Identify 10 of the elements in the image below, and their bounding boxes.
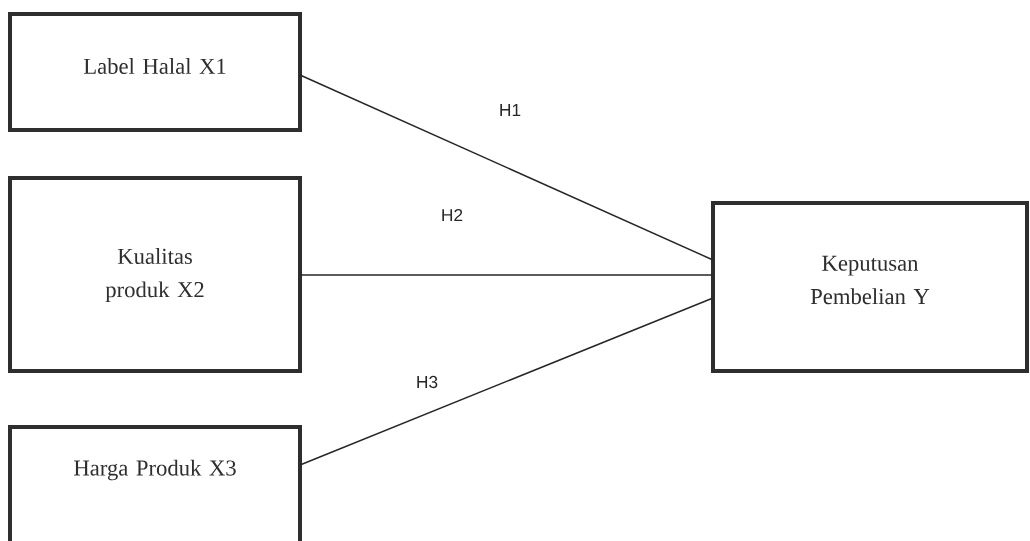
edge-label: H3 <box>417 375 438 389</box>
variable-box: Harga Produk X3 <box>8 425 302 541</box>
edge-label: H2 <box>442 208 463 222</box>
connector-line <box>299 274 714 276</box>
connector-line <box>299 297 714 466</box>
variable-box: Label Halal X1 <box>8 12 302 132</box>
connector-line <box>299 74 714 261</box>
variable-box: Keputusan Pembelian Y <box>711 201 1029 373</box>
edge-label: H1 <box>500 104 521 116</box>
variable-box: Kualitas produk X2 <box>8 176 302 373</box>
